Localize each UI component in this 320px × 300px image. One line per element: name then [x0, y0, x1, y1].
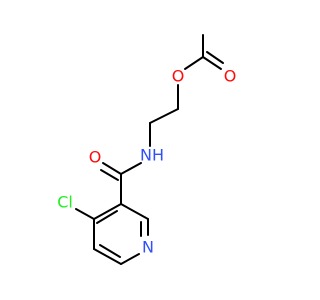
atom-amide-oxygen: O	[89, 148, 102, 167]
atom-chlorine: Cl	[57, 193, 73, 212]
bond-carbonyl-double-a	[202, 56, 222, 70]
molecule-diagram: O O NH O Cl N	[57, 34, 237, 265]
ring-bond-c5-c6	[93, 248, 122, 265]
bond-amide-double-b	[100, 169, 119, 181]
bond-amide-double-a	[102, 162, 122, 175]
ring-bond-c3-c4-inner	[96, 210, 118, 224]
ring-bond-c2-c3	[120, 203, 149, 220]
bond-ch2-ch2	[149, 108, 179, 124]
atom-ester-oxygen: O	[172, 67, 185, 86]
ring-bond-c3-c4	[93, 203, 122, 220]
atom-amide-nitrogen: NH	[140, 146, 164, 165]
bond-carbonyl-double-b	[206, 51, 224, 64]
atom-ester-carbonyl-oxygen: O	[224, 67, 237, 86]
atom-pyridine-nitrogen: N	[142, 238, 154, 257]
bond-layer	[75, 34, 224, 265]
ring-bond-c6-n1	[120, 253, 140, 265]
bond-nh-amide-carbon	[120, 162, 142, 175]
bond-ring-chlorine	[75, 208, 95, 220]
ring-bond-c5-c6-inner	[99, 244, 121, 258]
atom-label-layer: O O NH O Cl N	[57, 67, 236, 257]
bond-carbonyl-ester-oxygen	[184, 56, 204, 70]
structure-svg: O O NH O Cl N	[57, 34, 236, 265]
